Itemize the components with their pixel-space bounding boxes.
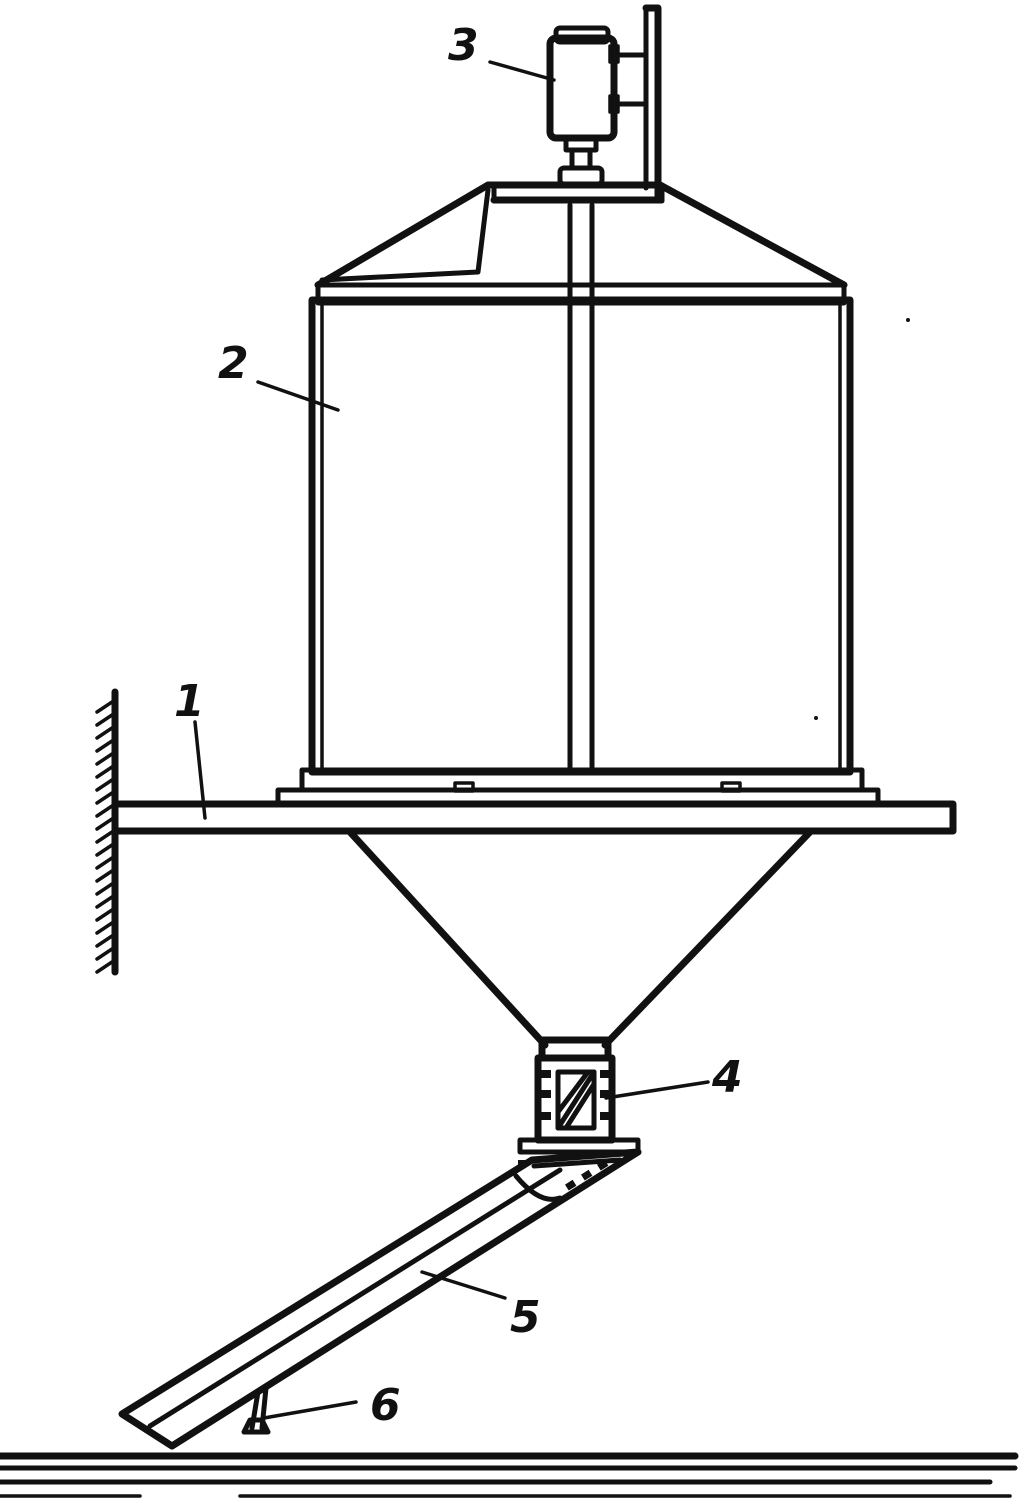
bracket-shelf [111, 767, 957, 835]
wall-hatch-line [95, 854, 117, 870]
wall-hatch-line [95, 841, 117, 857]
motor [490, 4, 662, 204]
wall-hatch-line [95, 867, 117, 883]
callout-6: 6 [370, 1380, 401, 1431]
hopper-cone [346, 828, 814, 1049]
callout-3: 3 [448, 20, 479, 71]
chute [118, 1148, 642, 1450]
callout-2: 2 [218, 338, 249, 389]
wall-hatch-line [95, 737, 117, 753]
wall-hatch-line [95, 776, 117, 792]
tank-body [308, 202, 854, 776]
wall-hatch-line [95, 763, 117, 779]
leader-lines [193, 60, 710, 1420]
wall-hatch-line [95, 945, 117, 961]
callout-4: 4 [711, 1052, 743, 1103]
wall-hatch-line [95, 724, 117, 740]
wall-hatch-line [95, 958, 117, 974]
wall-hatch-line [95, 919, 117, 935]
valve [517, 1036, 641, 1155]
callout-5: 5 [510, 1292, 541, 1343]
ground [0, 1452, 1019, 1498]
wall-hatch-line [95, 789, 117, 805]
wall-hatch-line [95, 880, 117, 896]
wall-hatch-line [95, 750, 117, 766]
callout-1: 1 [174, 676, 205, 727]
wall-hatch-line [95, 932, 117, 948]
wall-hatch-line [95, 711, 117, 727]
wall-hatch-line [95, 906, 117, 922]
wall-hatch-line [95, 893, 117, 909]
support [241, 1385, 271, 1435]
wall-hatch-line [95, 698, 117, 714]
